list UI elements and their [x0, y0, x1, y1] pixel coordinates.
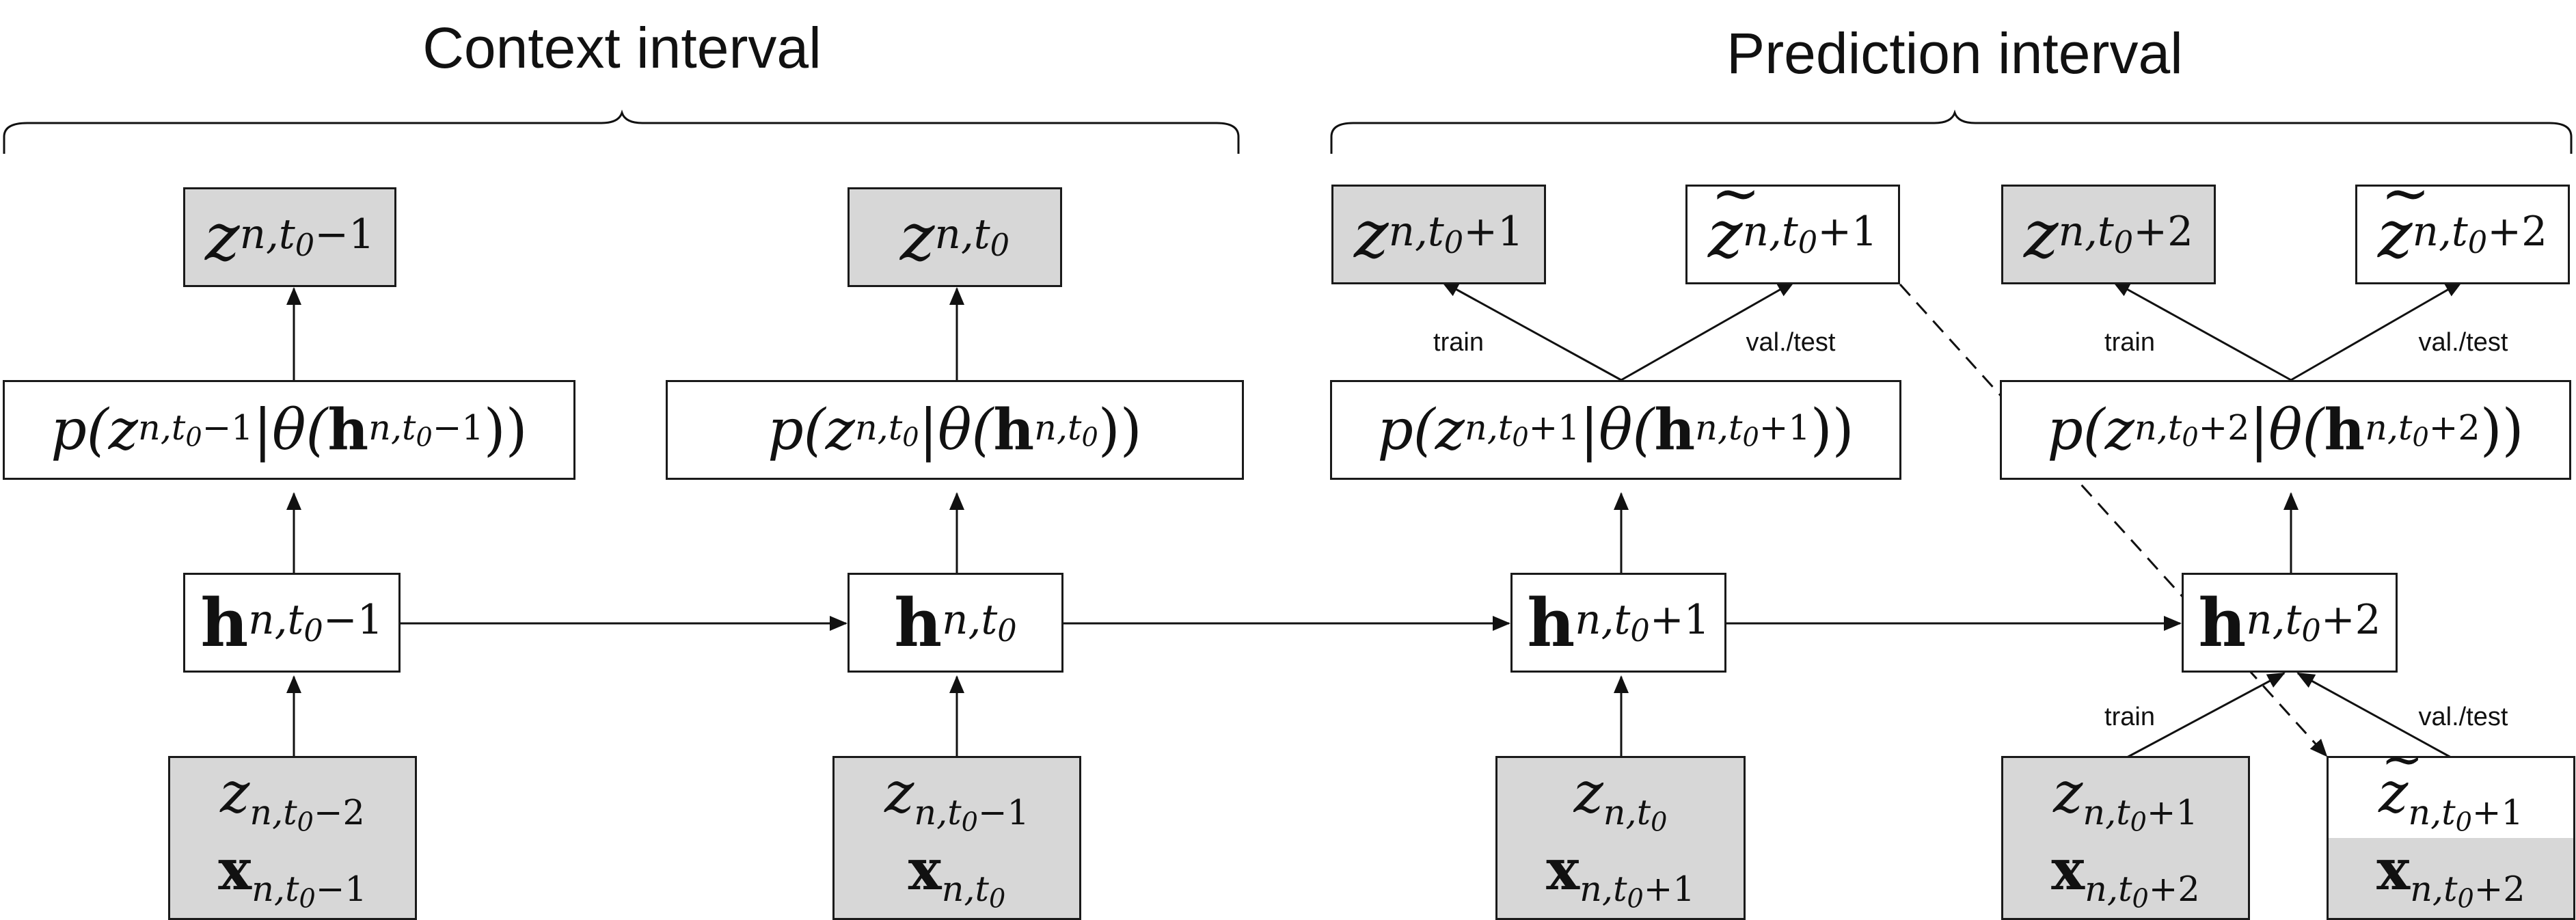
context-brace: [3, 109, 1240, 154]
edge-sample-dashed: [1899, 283, 2328, 757]
edge-label-val-bottom-p2: val./test: [2418, 703, 2508, 731]
edge-dist-z-p1-train: [1441, 280, 1622, 381]
edge-dist-z-p2-train: [2112, 280, 2292, 381]
edge-input-hidden-p2-train: [2126, 672, 2286, 759]
edge-label-val-top-p2: val./test: [2418, 328, 2508, 357]
edge-input-hidden-p2-val: [2296, 672, 2452, 759]
predicted-z-tilde-p2: zn,t0+2: [2355, 159, 2570, 284]
input-p2-train: zn,t0+1 xn,t0+2: [2001, 756, 2250, 920]
edge-label-train-top-p2: train: [2104, 328, 2155, 357]
edge-label-val-top-p1: val./test: [1746, 328, 1836, 357]
edge-label-train-top-p1: train: [1433, 328, 1484, 357]
edge-dist-z-p1-val: [1621, 280, 1795, 381]
input-p1: zn,t0 xn,t0+1: [1495, 756, 1746, 920]
edge-label-train-bottom-p2: train: [2104, 703, 2155, 731]
input-c1: zn,t0−2 xn,t0−1: [168, 756, 417, 920]
input-c2: zn,t0−1 xn,t0: [832, 756, 1081, 920]
z-base: z: [205, 199, 240, 275]
predicted-z-tilde-p1: zn,t0+1: [1685, 159, 1900, 284]
input-p2-val: zn,t0+1 xn,t0+2: [2327, 730, 2575, 920]
prediction-interval-heading: Prediction interval: [1726, 21, 2183, 85]
edge-dist-z-p2-val: [2290, 280, 2463, 381]
prediction-brace: [1330, 109, 2573, 154]
context-interval-heading: Context interval: [422, 16, 822, 80]
